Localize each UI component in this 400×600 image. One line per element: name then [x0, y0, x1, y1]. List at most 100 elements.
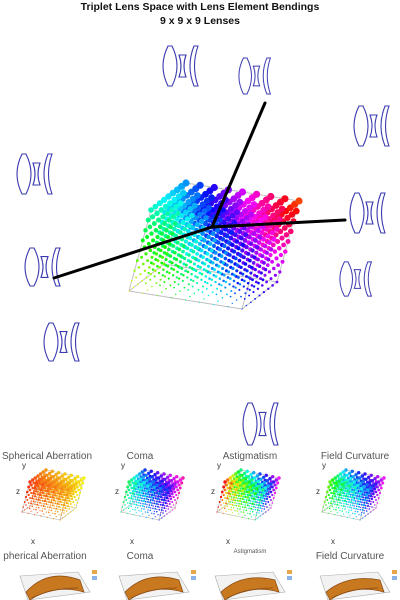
- grid-point: [212, 238, 217, 243]
- grid-point: [135, 259, 139, 263]
- grid-point: [205, 269, 208, 273]
- grid-point: [206, 282, 209, 285]
- grid-point: [226, 240, 232, 245]
- grid-point: [246, 287, 249, 290]
- grid-point: [228, 235, 234, 241]
- panel-label-astigmatism: Astigmatism: [222, 451, 278, 462]
- grid-point: [205, 204, 212, 211]
- page-title: Triplet Lens Space with Lens Element Ben…: [80, 1, 320, 13]
- grid-point: [184, 216, 191, 222]
- grid-point: [168, 271, 171, 275]
- grid-point: [202, 238, 207, 243]
- grid-point: [215, 257, 220, 262]
- grid-point: [141, 280, 144, 282]
- grid-point: [197, 289, 200, 291]
- grid-point: [219, 271, 222, 275]
- grid-point: [250, 284, 254, 287]
- aberration-cube-thumb: yzx: [316, 462, 386, 546]
- grid-point: [211, 261, 215, 265]
- grid-point: [199, 248, 204, 253]
- grid-point: [241, 308, 243, 310]
- grid-point: [148, 266, 151, 269]
- grid-point: [163, 245, 167, 249]
- grid-point: [186, 223, 192, 229]
- grid-point: [196, 276, 199, 279]
- axis-label-z: z: [115, 487, 119, 496]
- grid-point: [229, 295, 232, 298]
- grid-point: [254, 250, 259, 255]
- grid-point: [158, 207, 165, 213]
- grid-point: [242, 238, 248, 243]
- grid-point: [157, 224, 163, 230]
- grid-point: [159, 231, 165, 236]
- grid-point: [191, 202, 198, 209]
- grid-point: [249, 271, 253, 275]
- grid-point: [234, 286, 237, 289]
- grid-point: [257, 264, 262, 269]
- grid-point: [220, 284, 223, 287]
- grid-point: [268, 252, 273, 258]
- grid-point: [240, 242, 246, 248]
- grid-point: [213, 250, 218, 255]
- grid-point: [189, 278, 193, 281]
- lens-triplet-icon: [162, 45, 199, 87]
- grid-point: [194, 269, 198, 273]
- grid-point: [182, 274, 185, 277]
- grid-point: [261, 284, 264, 287]
- grid-point: [284, 214, 291, 222]
- grid-point: [184, 263, 188, 267]
- grid-point: [149, 273, 152, 276]
- grid-point: [165, 270, 169, 274]
- grid-point: [200, 272, 204, 276]
- grid-point: [222, 279, 225, 283]
- grid-point: [249, 265, 254, 270]
- grid-point: [280, 259, 285, 264]
- grid-point: [239, 265, 243, 270]
- grid-point: [216, 270, 220, 274]
- grid-point: [130, 280, 133, 282]
- grid-point: [191, 249, 196, 254]
- grid-point: [163, 281, 166, 283]
- grid-point: [166, 217, 172, 223]
- grid-point: [156, 294, 158, 297]
- grid-point: [155, 234, 160, 240]
- grid-point: [237, 276, 240, 279]
- grid-point: [273, 273, 277, 277]
- lens-triplet-icon: [242, 402, 279, 446]
- grid-point: [162, 221, 168, 226]
- grid-point: [276, 263, 280, 267]
- grid-point: [182, 262, 186, 266]
- grid-point: [153, 275, 156, 278]
- grid-point: [148, 207, 154, 213]
- grid-point: [189, 212, 195, 219]
- grid-point: [244, 244, 249, 250]
- grid-point: [170, 261, 174, 265]
- grid-point: [233, 256, 238, 261]
- axis-label-z: z: [16, 487, 20, 496]
- grid-point: [181, 279, 184, 282]
- grid-point: [165, 193, 172, 200]
- grid-point: [212, 273, 216, 277]
- grid-point: [186, 276, 189, 279]
- grid-point: [208, 277, 211, 280]
- axis-label-z: z: [316, 487, 320, 496]
- grid-point: [160, 291, 163, 293]
- grid-point: [187, 289, 190, 291]
- grid-point: [156, 259, 160, 263]
- grid-point: [241, 272, 245, 276]
- grid-point: [232, 285, 235, 288]
- grid-point: [140, 255, 144, 259]
- grid-point: [187, 253, 191, 257]
- grid-point: [236, 198, 244, 206]
- grid-point: [257, 281, 260, 285]
- grid-point: [281, 242, 286, 248]
- grid-point: [141, 262, 145, 266]
- grid-point: [257, 217, 264, 224]
- grid-point: [225, 263, 229, 267]
- panel-label-coma-surface: Coma: [126, 551, 154, 562]
- grid-point: [271, 236, 277, 242]
- grid-point: [270, 242, 276, 248]
- grid-point: [267, 287, 270, 290]
- grid-point: [171, 196, 178, 204]
